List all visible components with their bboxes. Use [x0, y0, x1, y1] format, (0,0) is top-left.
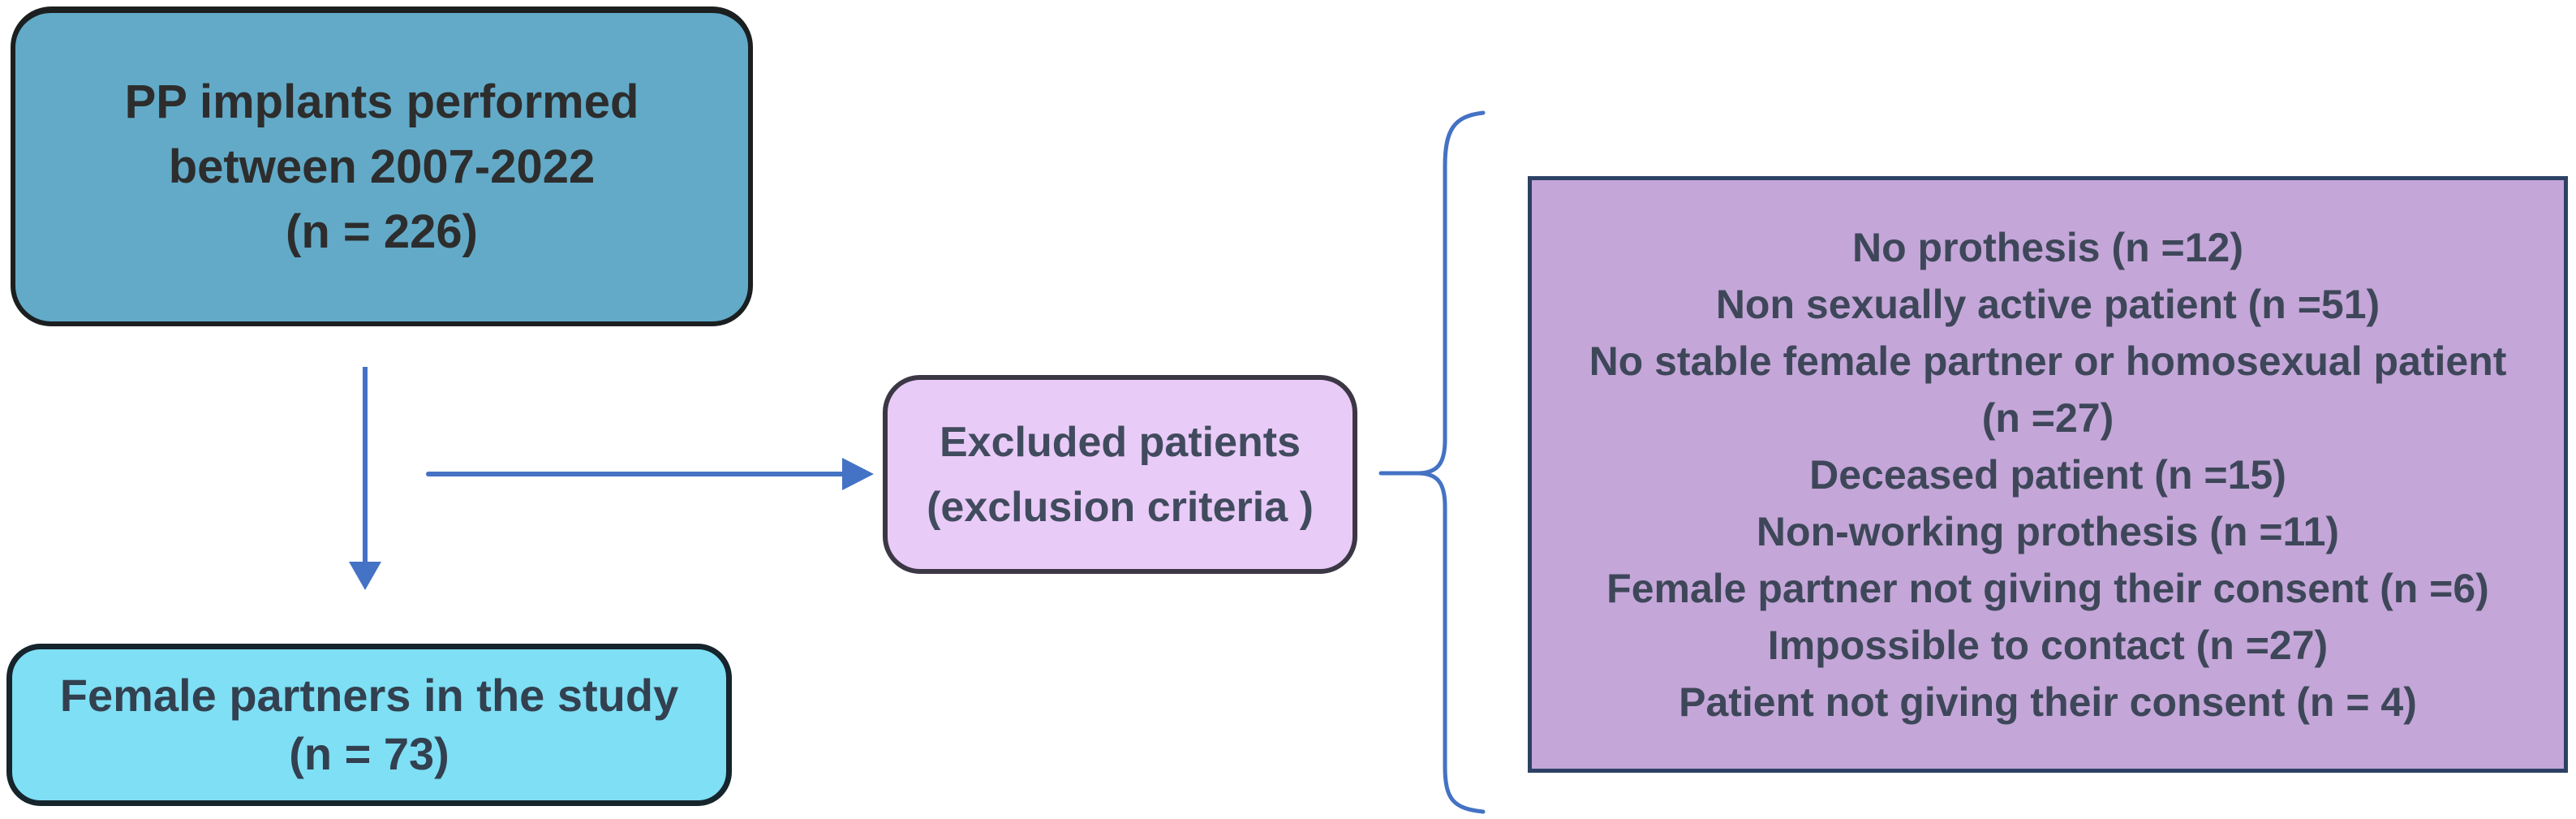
exclusion-reason-line8: Impossible to contact (n =27) [1767, 622, 2329, 668]
exclusion-reason-line2: Non sexually active patient (n =51) [1715, 281, 2380, 327]
node-excluded-patients: Excluded patients (exclusion criteria ) [883, 375, 1357, 574]
node-pp-implants-line3: (n = 226) [286, 205, 478, 258]
node-excluded-patients-line2: (exclusion criteria ) [927, 483, 1314, 531]
right-arrowhead-icon [842, 458, 874, 490]
node-pp-implants-line2: between 2007-2022 [168, 140, 596, 193]
node-pp-implants-line1: PP implants performed [124, 75, 639, 128]
node-exclusion-reasons: No prothesis (n =12) Non sexually active… [1528, 176, 2568, 773]
exclusion-reason-line9: Patient not giving their consent (n = 4) [1679, 679, 2417, 725]
down-arrowhead-icon [349, 562, 381, 590]
node-pp-implants: PP implants performed between 2007-2022 … [11, 6, 753, 326]
exclusion-reason-line6: Non-working prothesis (n =11) [1756, 508, 2340, 554]
right-arrow-connector [426, 458, 874, 490]
down-arrow-connector [349, 367, 381, 590]
node-female-partners: Female partners in the study (n = 73) [6, 644, 732, 806]
exclusion-reason-line7: Female partner not giving their consent … [1606, 565, 2489, 611]
exclusion-reason-line1: No prothesis (n =12) [1851, 224, 2244, 270]
node-female-partners-line1: Female partners in the study [59, 670, 679, 721]
node-excluded-patients-line1: Excluded patients [940, 418, 1301, 466]
exclusion-reason-line5: Deceased patient (n =15) [1809, 451, 2286, 498]
node-female-partners-line2: (n = 73) [289, 728, 449, 779]
brace-connector [1378, 110, 1486, 814]
exclusion-reason-line3: No stable female partner or homosexual p… [1589, 338, 2507, 384]
exclusion-reason-line4: (n =27) [1981, 394, 2114, 441]
